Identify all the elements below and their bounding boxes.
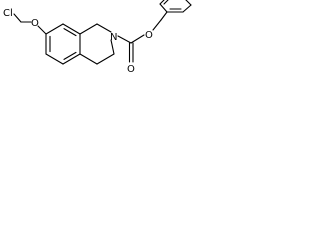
phenyl-bond-5 [159, 0, 165, 5]
phenyl-bond-4 [159, 3, 168, 13]
bond-ch2-phenyl [160, 11, 168, 21]
aromatic-inner-bond-2 [63, 51, 77, 60]
bond-n-carbonyl-c [117, 35, 132, 44]
benzyl-chloromethoxy-tetrahydroisoquinoline-carboxylate-structure: Cl O N O O [3, 0, 192, 75]
atom-label-cl: Cl [3, 8, 13, 19]
aromatic-bond-a-b [45, 23, 64, 35]
ring-bond-ch2-n [96, 23, 112, 33]
bond-cl-ch2 [13, 13, 22, 23]
bond-o-ether-aromatic [37, 25, 47, 35]
bond-ester-o-ch2 [152, 19, 162, 31]
atom-label-n-ring: N [110, 32, 117, 43]
atom-label-o-ether: O [31, 18, 39, 29]
atom-label-o-carbonyl: O [127, 64, 135, 75]
aromatic-inner-bond-1 [63, 28, 77, 37]
aromatic-bond-b-c [62, 23, 81, 35]
aromatic-bond-e-f [45, 53, 64, 65]
ring-bond-ch2-ch2 [96, 53, 115, 65]
phenyl-inner-bond-2 [163, 0, 169, 5]
phenyl-bond-3 [185, 0, 192, 6]
ring-bond-n-ch2 [110, 39, 115, 55]
atom-label-o-ester: O [145, 30, 153, 41]
aromatic-bond-d-e [62, 53, 81, 65]
phenyl-bond-2 [182, 4, 192, 13]
ring-bond-c-ch2 [79, 23, 98, 35]
bond-carbonyl-ester-o [130, 34, 145, 44]
ring-bond-ch2-d [79, 53, 98, 65]
